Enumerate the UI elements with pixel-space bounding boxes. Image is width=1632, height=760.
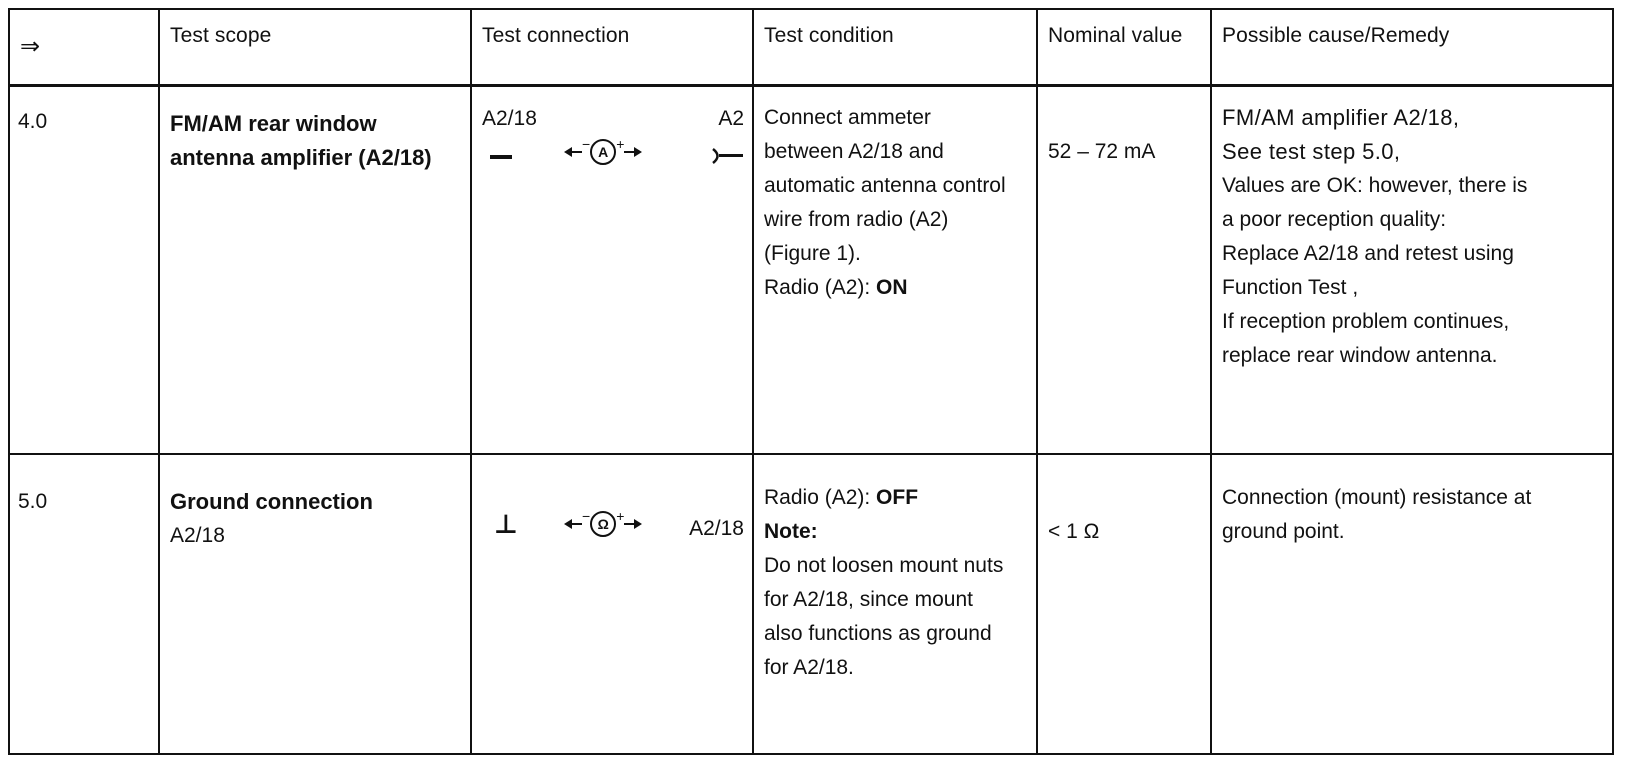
remedy-line: a poor reception quality: [1222, 207, 1447, 231]
conn-right-label: A2 [718, 106, 744, 130]
connection-cell: ⊥ − Ω + A2/18 [470, 453, 754, 754]
scope-subtitle: A2/18 [170, 523, 225, 547]
scope-cell: FM/AM rear window antenna amplifier (A2/… [158, 85, 472, 455]
radio-prefix: Radio (A2): [764, 485, 877, 509]
condition-line: wire from radio (A2) [764, 207, 949, 231]
radio-state: OFF [876, 485, 919, 509]
socket-female-icon [712, 147, 743, 164]
ohmmeter-icon: − Ω + [564, 507, 643, 537]
remedy-line: replace rear window antenna. [1222, 343, 1498, 367]
meter-plus-sign: + [616, 507, 625, 524]
condition-radio-line: Radio (A2): OFF [764, 481, 1026, 515]
note-line: also functions as ground [764, 621, 992, 645]
condition-line: between A2/18 and [764, 139, 944, 163]
header-arrow: ⇒ [8, 9, 160, 87]
test-table: ⇒ Test scope Test connection Test condit… [8, 8, 1614, 755]
header-test-condition: Test condition [752, 9, 1038, 87]
conn-right-label: A2/18 [689, 516, 744, 540]
ammeter-icon: − A + [564, 135, 643, 165]
step-cell: 4.0 [8, 85, 160, 455]
scope-title-line: FM/AM rear window [170, 110, 377, 136]
step-number: 5.0 [18, 489, 48, 513]
remedy-line: If reception problem continues, [1222, 309, 1510, 333]
header-row: ⇒ Test scope Test connection Test condit… [8, 9, 1614, 87]
note-line: Do not loosen mount nuts [764, 553, 1004, 577]
test-procedure-sheet: ⇒ Test scope Test connection Test condit… [8, 8, 1614, 755]
ammeter-symbol: A [590, 138, 617, 165]
remedy-cell: FM/AM amplifier A2/18, See test step 5.0… [1210, 85, 1614, 455]
remedy-line: Function Test , [1222, 275, 1359, 299]
radio-state: ON [876, 275, 908, 299]
note-label: Note: [764, 519, 818, 543]
ohmmeter-symbol: Ω [590, 510, 617, 537]
scope-title-line: antenna amplifier (A2/18) [170, 144, 432, 170]
remedy-line: Replace A2/18 and retest using [1222, 241, 1514, 265]
condition-radio-line: Radio (A2): ON [764, 271, 1026, 305]
remedy-line: FM/AM amplifier A2/18, [1222, 104, 1460, 130]
step-number: 4.0 [18, 109, 48, 133]
radio-prefix: Radio (A2): [764, 275, 877, 299]
condition-line: (Figure 1). [764, 241, 861, 265]
remedy-line: Connection (mount) resistance at [1222, 485, 1532, 509]
nominal-value: < 1 Ω [1048, 519, 1100, 543]
meter-minus-sign: − [582, 135, 591, 152]
header-nominal-value: Nominal value [1036, 9, 1212, 87]
header-possible-cause: Possible cause/Remedy [1210, 9, 1614, 87]
note-line: for A2/18. [764, 655, 854, 679]
conn-left-label: A2/18 [482, 106, 537, 130]
note-line: for A2/18, since mount [764, 587, 973, 611]
meter-minus-sign: − [582, 507, 591, 524]
scope-cell: Ground connection A2/18 [158, 453, 472, 754]
condition-line: automatic antenna control [764, 173, 1006, 197]
header-test-scope: Test scope [158, 9, 472, 87]
condition-line: Connect ammeter [764, 105, 931, 129]
nominal-cell: < 1 Ω [1036, 453, 1212, 754]
table-row: 5.0 Ground connection A2/18 ⊥ − [8, 453, 1614, 754]
nominal-value: 52 – 72 mA [1048, 139, 1156, 163]
plug-male-icon [490, 154, 512, 159]
remedy-cell: Connection (mount) resistance at ground … [1210, 453, 1614, 754]
condition-cell: Radio (A2): OFF Note: Do not loosen moun… [752, 453, 1038, 754]
nominal-cell: 52 – 72 mA [1036, 85, 1212, 455]
remedy-line: See test step 5.0, [1222, 138, 1401, 164]
condition-cell: Connect ammeter between A2/18 and automa… [752, 85, 1038, 455]
table-row: 4.0 FM/AM rear window antenna amplifier … [8, 85, 1614, 455]
step-cell: 5.0 [8, 453, 160, 754]
scope-title-line: Ground connection [170, 488, 373, 514]
header-test-connection: Test connection [470, 9, 754, 87]
ground-icon: ⊥ [494, 508, 518, 539]
remedy-line: ground point. [1222, 519, 1345, 543]
meter-plus-sign: + [616, 135, 625, 152]
remedy-line: Values are OK: however, there is [1222, 173, 1528, 197]
connection-cell: A2/18 A2 − A + [470, 85, 754, 455]
